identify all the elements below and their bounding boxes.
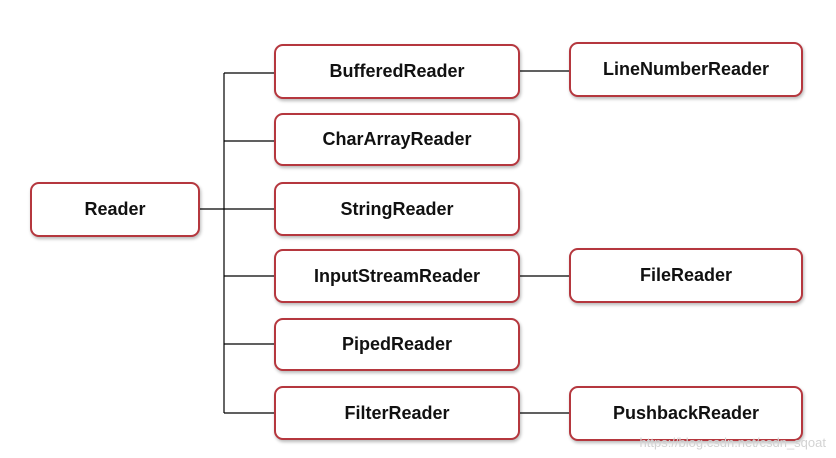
node-stringreader: StringReader — [274, 182, 520, 236]
watermark-text: https://blog.csdn.net/csdn_sqoat — [639, 435, 826, 450]
node-reader: Reader — [30, 182, 200, 237]
node-filterreader: FilterReader — [274, 386, 520, 440]
node-filereader-label: FileReader — [639, 265, 733, 285]
node-linenumberreader: LineNumberReader — [569, 42, 803, 97]
node-bufferedreader-label: BufferedReader — [329, 61, 465, 81]
node-filterreader-label: FilterReader — [344, 402, 450, 423]
node-pushbackreader: PushbackReader — [569, 386, 803, 441]
node-chararrayreader-label: CharArrayReader — [322, 129, 472, 149]
node-pipedreader: PipedReader — [274, 318, 520, 371]
node-inputstreamreader-label: InputStreamReader — [313, 265, 481, 286]
node-linenumberreader-label: LineNumberReader — [602, 59, 770, 79]
node-bufferedreader: BufferedReader — [274, 44, 520, 99]
node-chararrayreader: CharArrayReader — [274, 113, 520, 166]
node-stringreader-label: StringReader — [340, 198, 454, 219]
node-pipedreader-label: PipedReader — [341, 334, 453, 354]
node-filereader: FileReader — [569, 248, 803, 303]
node-pushbackreader-label: PushbackReader — [612, 403, 760, 423]
node-inputstreamreader: InputStreamReader — [274, 249, 520, 303]
node-reader-label: Reader — [84, 199, 146, 219]
